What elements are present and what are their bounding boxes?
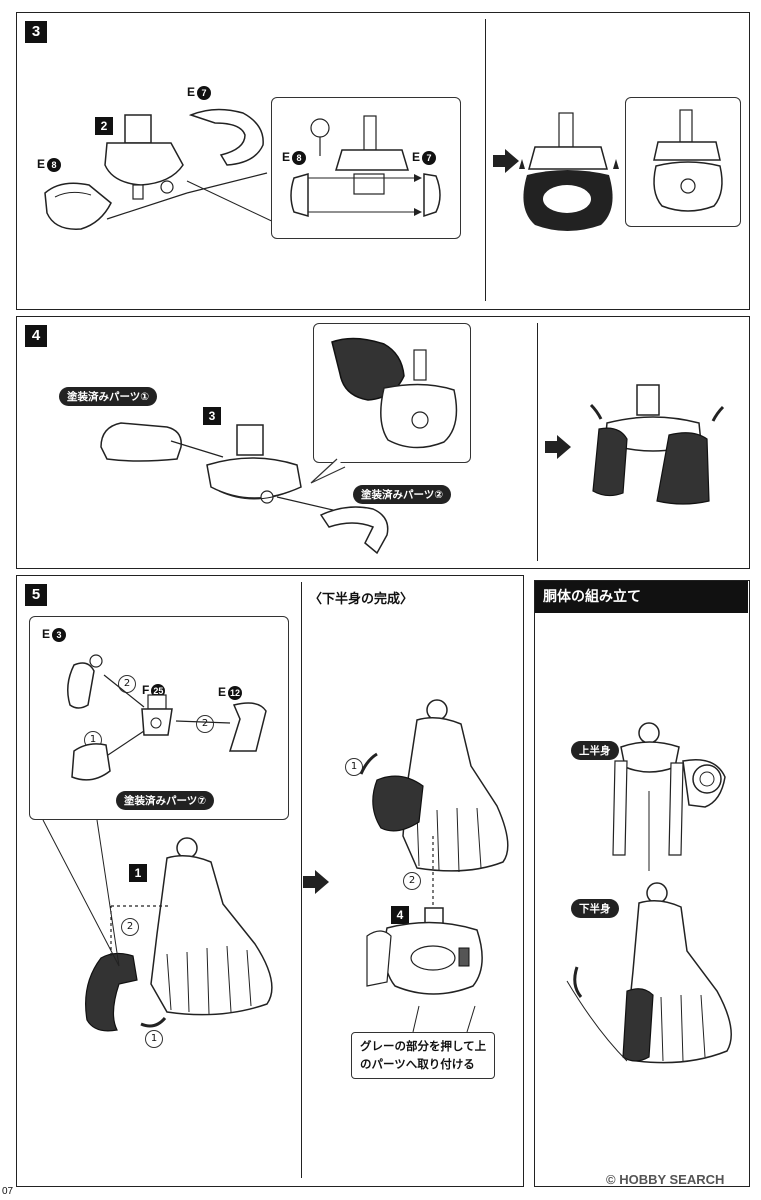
lower-body-illustration — [359, 699, 509, 995]
page-number: 07 — [2, 1186, 14, 1197]
inset-pointer-line — [42, 819, 120, 967]
part-illustration-e8 — [44, 182, 112, 230]
result-detail-inset — [625, 97, 741, 227]
detail-inset — [313, 323, 471, 463]
inset-illustration — [290, 115, 441, 218]
order-marker-2c: 2 — [121, 918, 139, 936]
order-marker-2d: 2 — [403, 872, 421, 890]
painted-part-1-label: 塗装済みパーツ① — [59, 387, 158, 406]
order-marker-1b: 1 — [145, 1030, 163, 1048]
callout-pointer — [310, 458, 346, 484]
note-line-2: のパーツへ取り付ける — [360, 1057, 475, 1072]
painted-part-1-illustration — [100, 422, 182, 462]
painted-part-2-label: 塗装済みパーツ② — [353, 485, 452, 504]
result-illustration — [589, 384, 725, 505]
instruction-note: グレーの部分を押して上 のパーツへ取り付ける — [351, 1032, 496, 1079]
assembly-arrows — [106, 172, 298, 234]
order-marker-2b: 2 — [196, 715, 214, 733]
step-number: 4 — [25, 325, 47, 347]
next-arrow — [493, 149, 519, 173]
upper-body-illustration — [612, 722, 726, 871]
torso-title: 胴体の組み立て — [535, 581, 748, 613]
step-number: 5 — [25, 584, 47, 606]
lower-body-label: 下半身 — [571, 899, 619, 918]
watermark: © HOBBY SEARCH — [606, 1172, 725, 1187]
step-divider — [301, 582, 302, 1178]
step4-panel: 4 塗装済みパーツ① 3 塗装済みパーツ② — [16, 316, 750, 569]
step-divider — [485, 19, 486, 301]
step-number: 3 — [25, 21, 47, 43]
sub-assembly-1: 1 — [129, 864, 147, 882]
core-assembly-illustration — [206, 424, 302, 504]
result-detail-illustration — [653, 109, 723, 212]
sub-assembly-3: 3 — [203, 407, 221, 425]
part-illustration-e7 — [188, 108, 264, 166]
torso-assembly-panel: 胴体の組み立て 上半身 下半身 — [534, 580, 750, 1187]
subassembly-illustration — [67, 654, 267, 781]
painted-part-2-illustration — [319, 506, 389, 555]
order-marker-2a: 2 — [118, 675, 136, 693]
step-divider — [537, 323, 538, 561]
result-illustration — [519, 112, 619, 231]
sub-assembly-2: 2 — [95, 117, 113, 135]
inset-illustration — [331, 337, 458, 449]
part-illustration-core — [104, 114, 184, 200]
next-arrow — [303, 870, 329, 894]
order-marker-1c: 1 — [345, 758, 363, 776]
lower-body-title: 〈下半身の完成〉 — [309, 591, 414, 606]
note-line-1: グレーの部分を押して上 — [360, 1039, 487, 1053]
skirt-assembly-illustration — [85, 837, 273, 1032]
sub-assembly-4: 4 — [391, 906, 409, 924]
lower-body-illustration — [566, 882, 732, 1064]
upper-body-label: 上半身 — [571, 741, 619, 760]
painted-part-7-label: 塗装済みパーツ⑦ — [116, 791, 215, 810]
note-pointer — [412, 1005, 476, 1033]
next-arrow — [545, 435, 571, 459]
